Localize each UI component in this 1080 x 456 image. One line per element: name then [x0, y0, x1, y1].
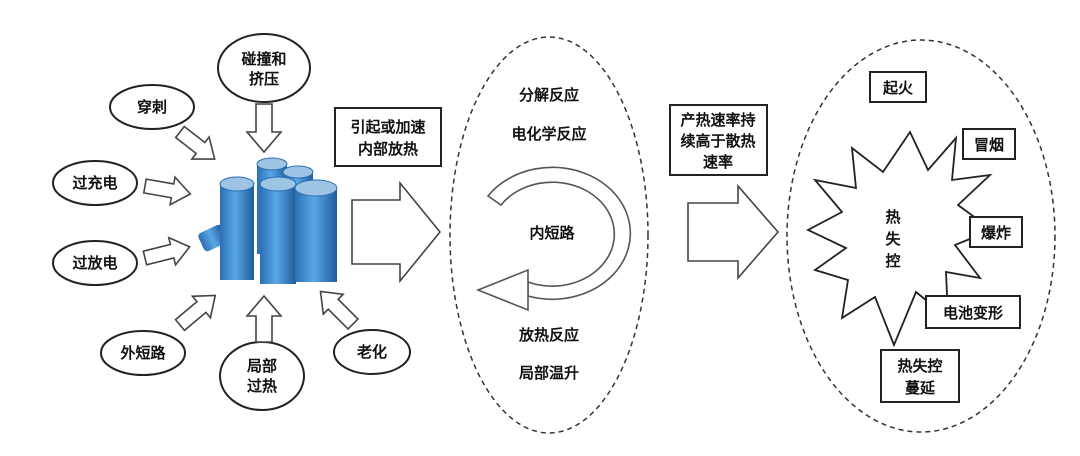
cause-overcharge-label: 过充电 — [72, 174, 117, 192]
cause-overdischarge-label: 过放电 — [72, 254, 117, 272]
arrow-overcharge — [142, 175, 192, 207]
cause-puncture: 穿刺 — [109, 84, 195, 130]
spread-line2: 蔓延 — [905, 379, 936, 397]
deformation-label: 电池变形 — [943, 304, 1003, 322]
result-explosion: 爆炸 — [969, 216, 1023, 248]
arrow-puncture — [174, 125, 216, 160]
local-temp-rise-label: 局部温升 — [518, 364, 579, 382]
big-arrow-1 — [351, 180, 442, 284]
cause-collision-label-2: 挤压 — [249, 70, 279, 88]
explosion-burst — [805, 130, 994, 348]
arrow-local-overheat — [245, 294, 283, 343]
big-arrow-2 — [687, 183, 780, 281]
cycle-arrowhead — [475, 268, 529, 312]
cause-aging-label: 老化 — [356, 343, 387, 361]
smoke-label: 冒烟 — [974, 136, 1004, 154]
arrow-external-short — [174, 294, 217, 332]
arrow-aging — [319, 290, 360, 331]
result-deformation: 电池变形 — [925, 295, 1021, 329]
spread-line1: 热失控 — [897, 357, 942, 375]
step2-line1: 产热速率持 — [680, 111, 755, 129]
step1-line1: 引起或加速 — [350, 118, 425, 136]
battery-cell — [259, 176, 297, 284]
center-char-1: 热 — [885, 208, 900, 226]
electrochemical-label: 电化学反应 — [511, 125, 586, 143]
result-spread: 热失控 蔓延 — [880, 349, 960, 403]
arrow-overdischarge — [142, 236, 191, 267]
battery-cell — [219, 176, 255, 280]
thermal-runaway-result: 热 失 控 起火 冒烟 爆炸 电池变形 热失控 蔓延 — [786, 39, 1056, 433]
arrow-collision — [245, 103, 283, 154]
cause-local-overheat: 局部 过热 — [219, 341, 305, 411]
explosion-label: 爆炸 — [981, 224, 1011, 242]
cause-external-short: 外短路 — [100, 330, 186, 376]
step2-box: 产热速率持 续高于散热 速率 — [669, 104, 768, 176]
center-char-2: 失 — [885, 230, 901, 248]
step2-line3: 速率 — [703, 153, 733, 171]
cause-overcharge: 过充电 — [52, 160, 138, 206]
cause-local-overheat-label-1: 局部 — [246, 357, 277, 375]
step1-line2: 内部放热 — [358, 140, 418, 158]
exothermic-label: 放热反应 — [518, 326, 579, 344]
result-smoke: 冒烟 — [962, 128, 1016, 160]
cause-external-short-label: 外短路 — [119, 344, 166, 362]
fire-label: 起火 — [882, 79, 914, 97]
battery-cell — [294, 179, 338, 282]
center-char-3: 控 — [885, 252, 900, 270]
cause-aging: 老化 — [333, 329, 411, 375]
cause-collision: 碰撞和 挤压 — [217, 33, 311, 103]
cause-overdischarge: 过放电 — [52, 240, 138, 286]
battery-pack-image — [198, 157, 338, 284]
cause-puncture-label: 穿刺 — [137, 98, 167, 116]
cause-collision-label-1: 碰撞和 — [241, 50, 286, 68]
step2-line2: 续高于散热 — [680, 132, 755, 150]
cause-local-overheat-label-2: 过热 — [247, 377, 277, 395]
step1-box: 引起或加速 内部放热 — [334, 107, 442, 167]
decomposition-label: 分解反应 — [519, 86, 579, 104]
internal-short-label: 内短路 — [529, 224, 575, 242]
result-fire: 起火 — [869, 71, 927, 103]
internal-reaction-cycle: 分解反应 电化学反应 内短路 放热反应 局部温升 — [449, 36, 649, 434]
